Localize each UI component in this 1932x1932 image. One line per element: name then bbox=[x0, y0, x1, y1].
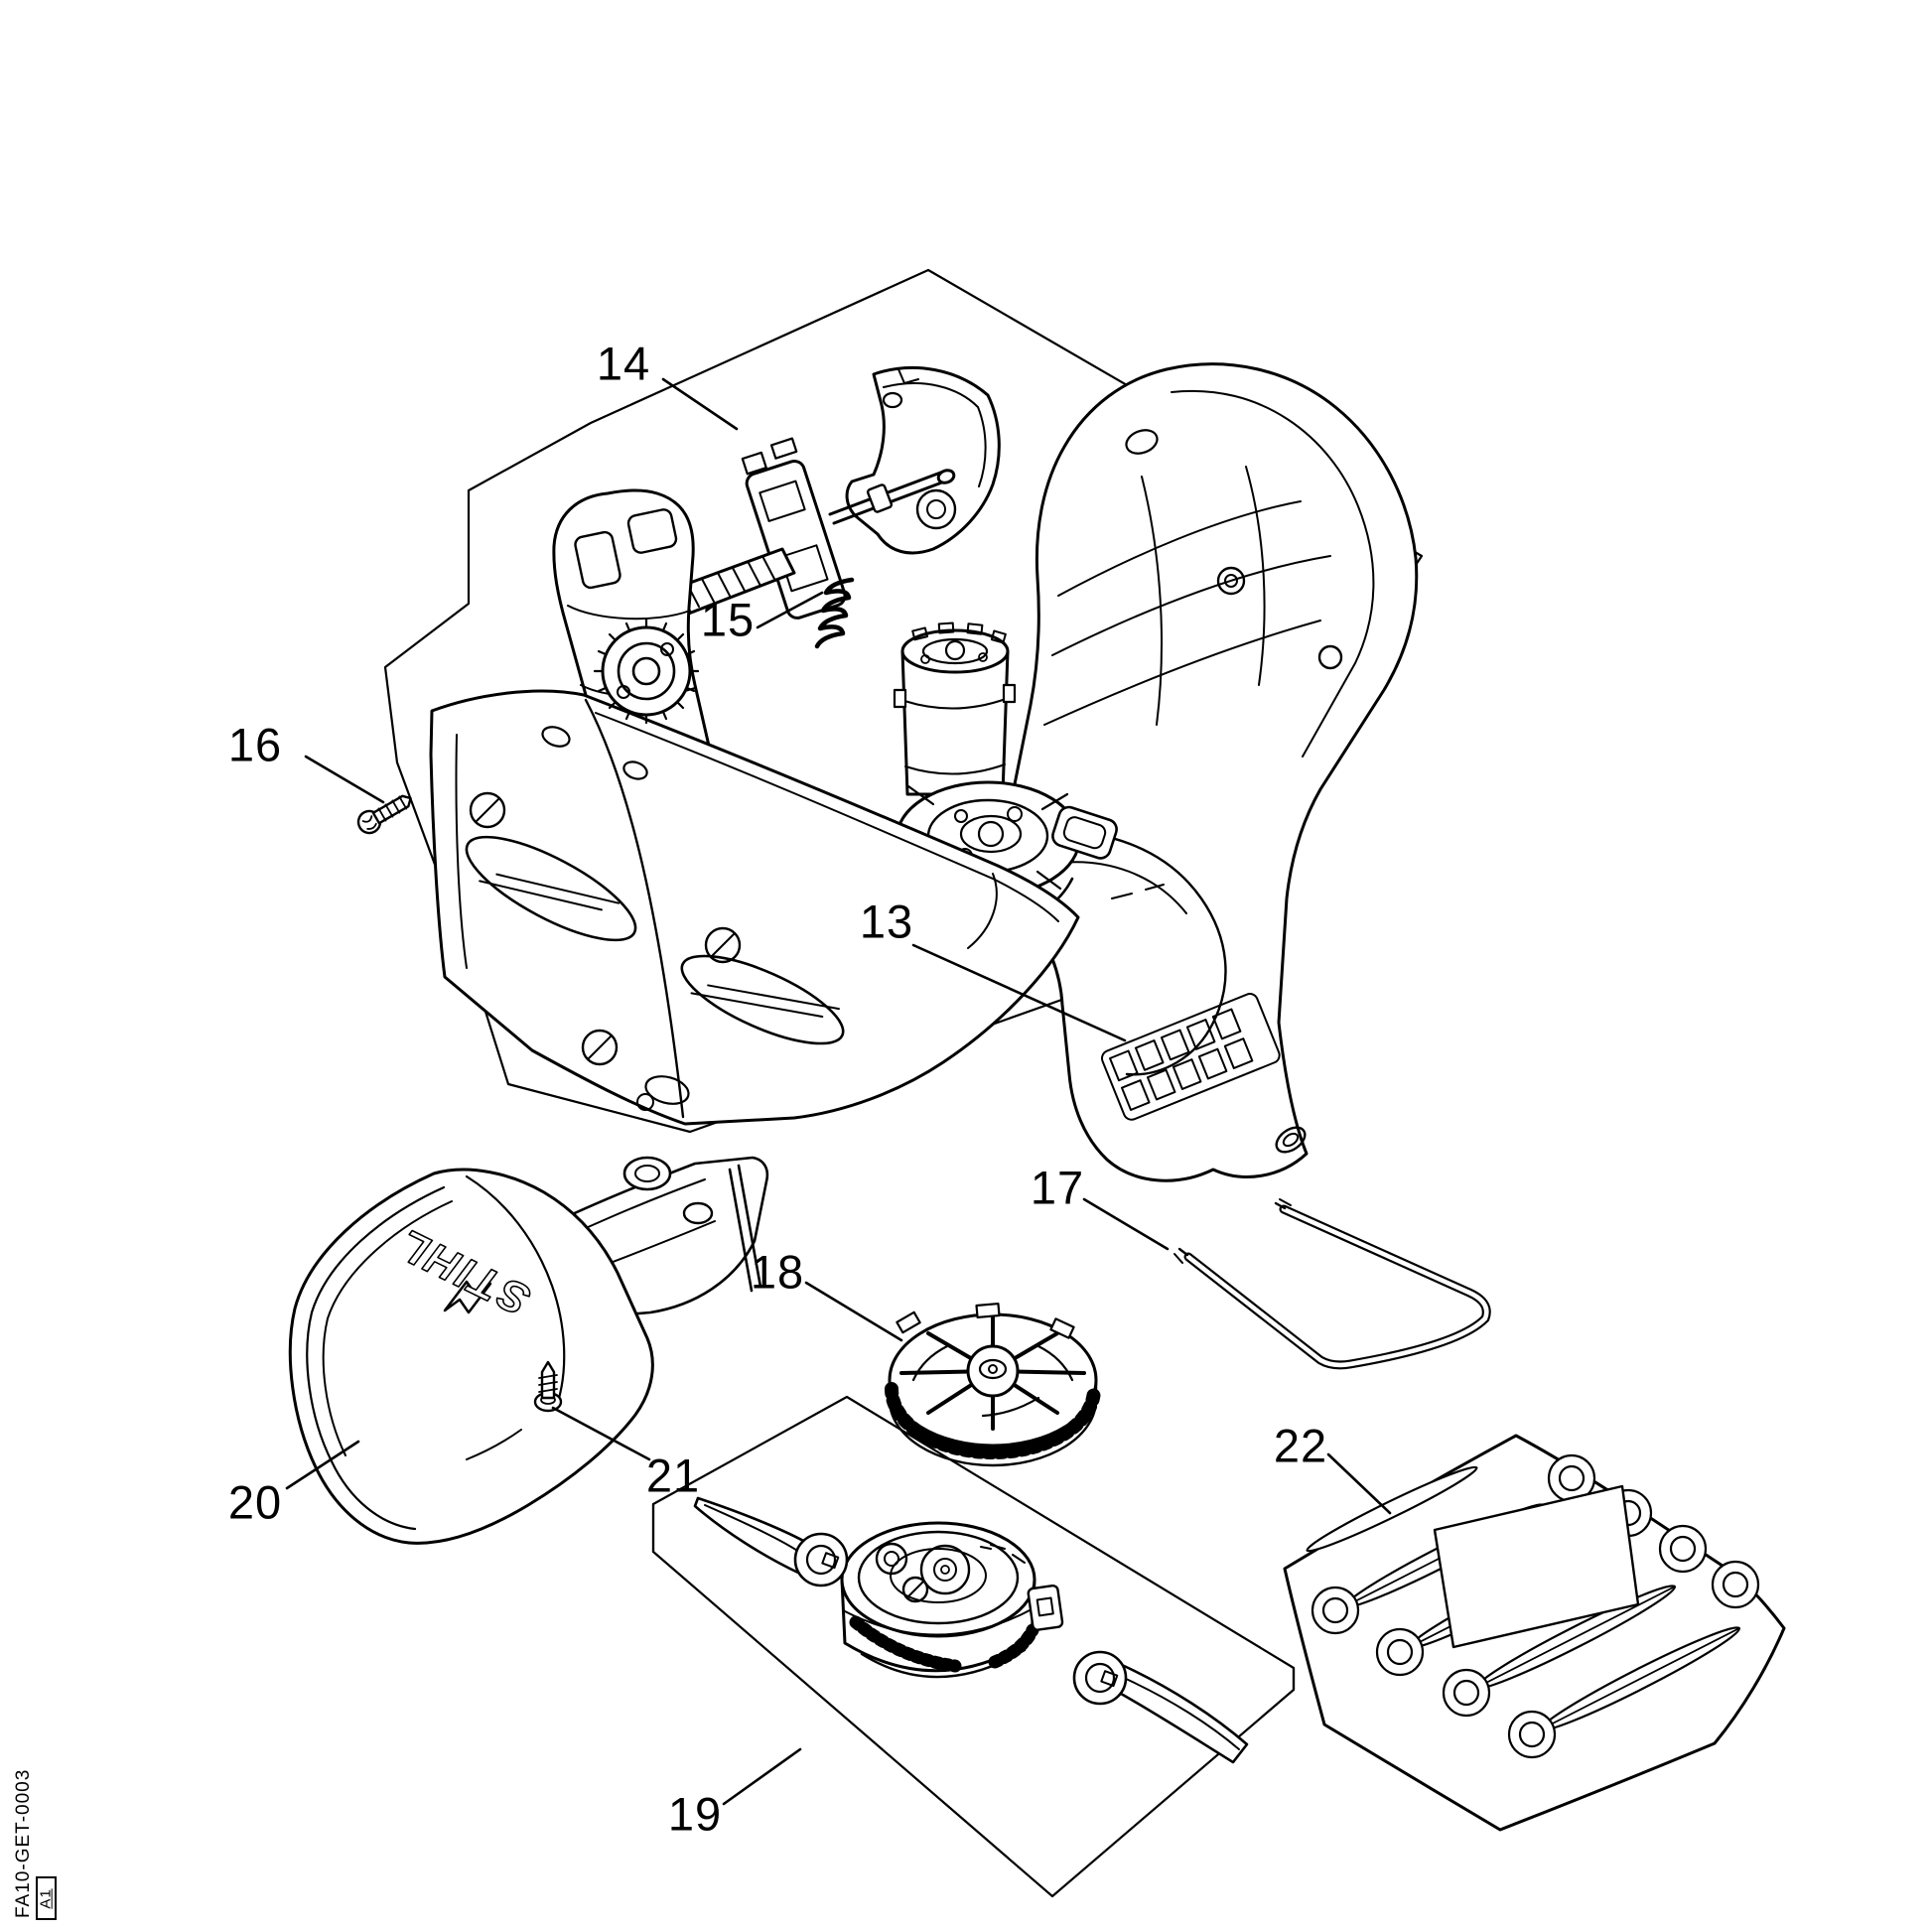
callout-21: 21 bbox=[645, 1449, 701, 1502]
pack-label-sticker bbox=[1433, 1484, 1640, 1649]
sheet-code-box: A1 bbox=[36, 1876, 57, 1920]
screw-21-drawing bbox=[533, 1360, 563, 1413]
kit-blade-upper-drawing bbox=[693, 1496, 849, 1587]
wire-bail-drawing bbox=[1173, 1198, 1491, 1370]
deflector-guard-drawing: STIHL bbox=[288, 1156, 769, 1545]
callout-16: 16 bbox=[227, 718, 283, 771]
switch-lever-assembly-drawing bbox=[658, 437, 956, 621]
callout-22: 22 bbox=[1273, 1419, 1328, 1472]
right-housing-half-drawing bbox=[1003, 362, 1419, 1182]
blade-pack-drawing bbox=[1283, 1434, 1786, 1832]
callout-leader-lines bbox=[285, 377, 1392, 1806]
screw-16-drawing bbox=[356, 794, 412, 835]
lower-housing-shell-drawing bbox=[429, 689, 1080, 1126]
mowing-head-drawing bbox=[840, 1521, 1064, 1679]
document-code: FA10-GET-0003 bbox=[13, 1768, 34, 1918]
callout-18: 18 bbox=[750, 1245, 805, 1299]
callout-14: 14 bbox=[596, 337, 651, 390]
spring-drawing bbox=[814, 577, 855, 649]
switch-cover-piece-drawing bbox=[845, 365, 1001, 555]
callout-20: 20 bbox=[227, 1475, 283, 1529]
kit-box-outline bbox=[651, 1395, 1296, 1898]
callout-19: 19 bbox=[667, 1787, 723, 1841]
kit-blade-lower-drawing bbox=[1072, 1650, 1249, 1764]
fan-wheel-drawing bbox=[885, 1302, 1101, 1467]
callout-17: 17 bbox=[1030, 1161, 1085, 1214]
callout-15: 15 bbox=[700, 593, 756, 646]
sheet-code-label: A1 bbox=[38, 1887, 56, 1909]
gear-wheel-drawing bbox=[593, 618, 700, 725]
callout-13: 13 bbox=[859, 895, 914, 948]
